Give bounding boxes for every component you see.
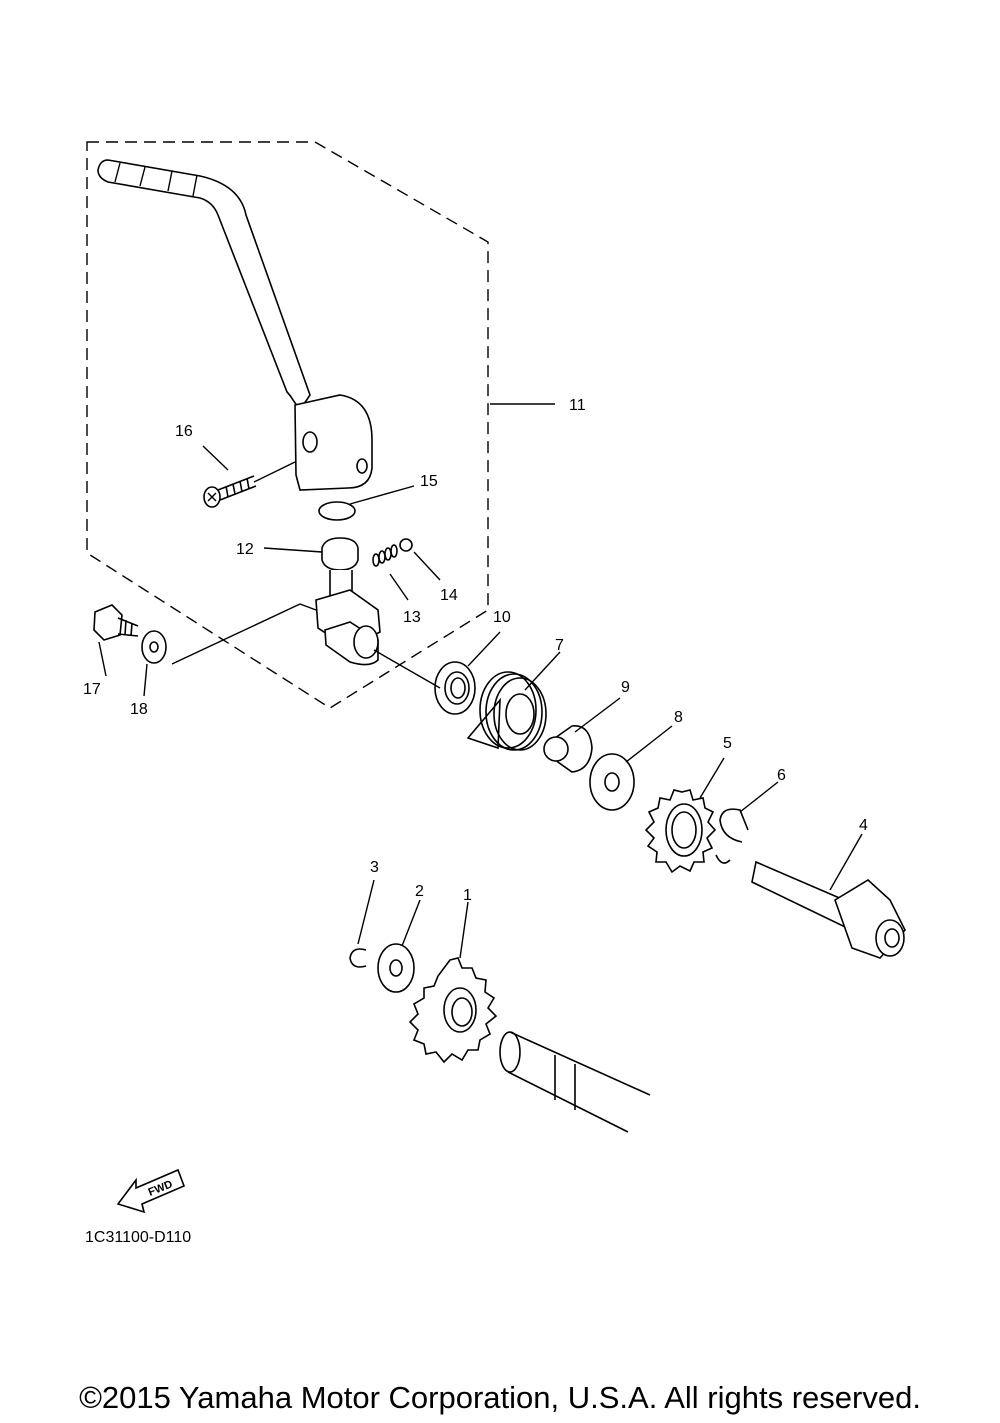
ball-14 bbox=[399, 538, 413, 552]
assembly-boundary bbox=[86, 141, 489, 709]
kick-gear-5 bbox=[644, 789, 717, 874]
callout-2: 2 bbox=[415, 883, 424, 900]
callout-17: 17 bbox=[83, 681, 101, 698]
circlip-3 bbox=[349, 948, 367, 968]
o-ring-15 bbox=[318, 501, 356, 521]
oil-seal-10 bbox=[434, 661, 476, 715]
kick-axle-4 bbox=[751, 860, 906, 959]
callout-18: 18 bbox=[130, 701, 148, 718]
callout-8: 8 bbox=[674, 709, 683, 726]
gear-1 bbox=[408, 957, 498, 1064]
callout-14: 14 bbox=[440, 587, 458, 604]
kick-crank-lever bbox=[97, 159, 373, 491]
leader-lines bbox=[98, 403, 863, 959]
callout-16: 16 bbox=[175, 423, 193, 440]
washer-2 bbox=[377, 943, 415, 993]
washer-18 bbox=[141, 630, 167, 664]
callout-9: 9 bbox=[621, 679, 630, 696]
callout-5: 5 bbox=[723, 735, 732, 752]
bolt-17 bbox=[93, 604, 139, 641]
copyright-text: ©2015 Yamaha Motor Corporation, U.S.A. A… bbox=[79, 1380, 921, 1415]
callout-3: 3 bbox=[370, 859, 379, 876]
fwd-arrow-icon: FWD bbox=[116, 1168, 186, 1214]
callout-12: 12 bbox=[236, 541, 254, 558]
callout-11: 11 bbox=[569, 397, 586, 414]
main-shaft bbox=[499, 1031, 651, 1133]
diagram-code: 1C31100-D110 bbox=[85, 1229, 191, 1246]
spring-13 bbox=[372, 544, 398, 567]
washer-8 bbox=[589, 753, 635, 811]
callout-10: 10 bbox=[493, 609, 511, 626]
torsion-spring-7 bbox=[466, 671, 547, 751]
callout-4: 4 bbox=[859, 817, 868, 834]
circlip-6 bbox=[715, 808, 749, 864]
callout-6: 6 bbox=[777, 767, 786, 784]
callout-1: 1 bbox=[463, 887, 472, 904]
spring-guide-9 bbox=[543, 725, 593, 773]
callout-13: 13 bbox=[403, 609, 421, 626]
callout-7: 7 bbox=[555, 637, 564, 654]
kick-shaft-12 bbox=[315, 537, 381, 666]
callout-15: 15 bbox=[420, 473, 438, 490]
bolt-16 bbox=[203, 475, 257, 508]
